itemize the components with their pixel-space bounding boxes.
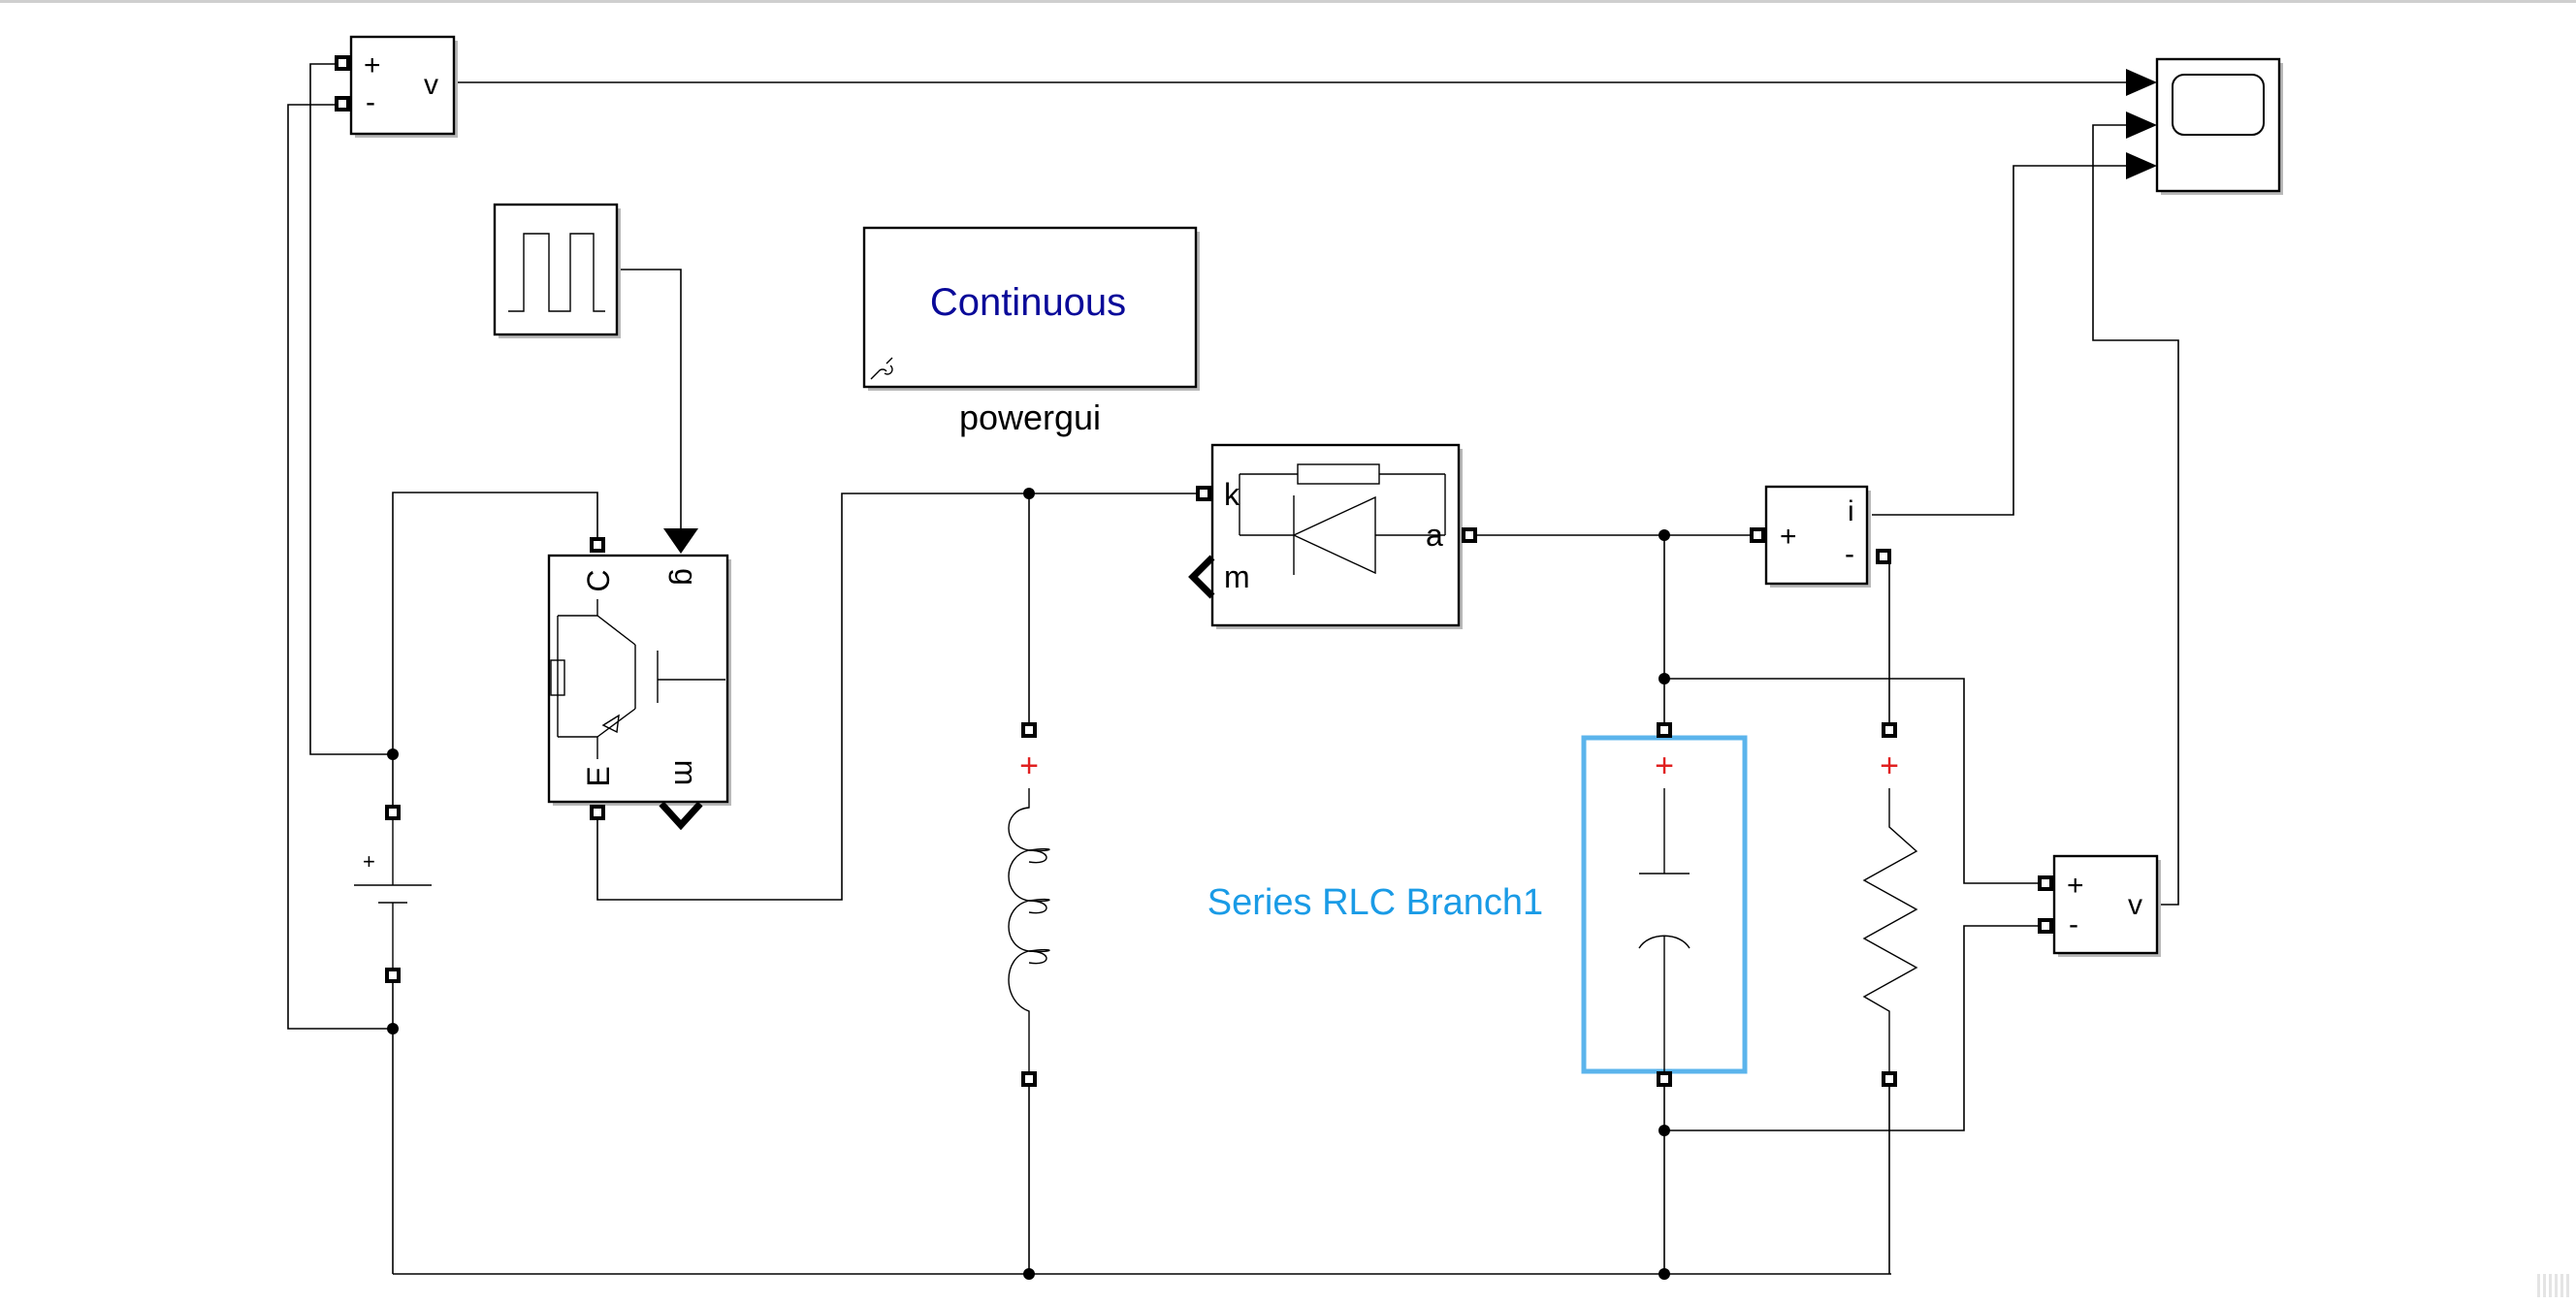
wire-vmeas2-plus[interactable]: [1664, 678, 2045, 884]
junction-dot: [387, 1023, 399, 1034]
resistor-branch[interactable]: +: [1862, 722, 1918, 1087]
port-e[interactable]: [590, 805, 605, 820]
dc-plus-label: +: [363, 849, 375, 874]
port-c[interactable]: [590, 537, 605, 553]
gate-input-arrow[interactable]: [663, 528, 698, 554]
wire-scope-in3[interactable]: [1872, 165, 2129, 516]
port-top[interactable]: [1882, 722, 1897, 738]
diode-block[interactable]: k a m: [1188, 443, 1477, 629]
port-minus[interactable]: [1876, 549, 1891, 564]
port-c-label: C: [581, 569, 616, 591]
port-e-label: E: [581, 766, 616, 786]
plus-label: +: [1780, 521, 1797, 553]
port-bottom[interactable]: [1657, 1071, 1672, 1087]
output-label: i: [1848, 495, 1854, 527]
circuit-diagram: + - v Continuous powergui C g E: [287, 35, 2283, 1280]
wire-vmeas2-minus[interactable]: [1664, 925, 2045, 1131]
voltage-measurement-block-2[interactable]: + - v: [2038, 854, 2161, 957]
junction-dots: [387, 488, 1670, 1280]
port-k-label: k: [1224, 477, 1240, 512]
port-minus[interactable]: [335, 96, 350, 111]
dc-voltage-source[interactable]: +: [354, 805, 432, 983]
port-m-label: m: [1224, 559, 1250, 594]
port-plus[interactable]: [385, 805, 401, 820]
inductor-branch[interactable]: +: [1008, 722, 1050, 1087]
igbt-block[interactable]: C g E m: [547, 528, 731, 831]
wire-scope-in2[interactable]: [2092, 124, 2179, 906]
voltage-measurement-block-1[interactable]: + - v: [335, 35, 458, 138]
series-rlc-branch1[interactable]: + Series RLC Branch1: [1208, 722, 1748, 1087]
port-m-label: m: [668, 760, 703, 786]
igbt-transistor-icon: [550, 599, 725, 759]
measure-output-chevron[interactable]: [1188, 555, 1215, 599]
port-plus[interactable]: [1750, 527, 1765, 543]
wire-igbt-e[interactable]: [596, 493, 1029, 901]
junction-dot: [1658, 1125, 1670, 1136]
wire-dc-to-igbt-c[interactable]: [392, 492, 598, 812]
diode-icon: [1239, 463, 1446, 575]
port-g-label: g: [668, 568, 703, 586]
powergui-name: powergui: [959, 398, 1101, 437]
minus-label: -: [2069, 908, 2078, 940]
polarity-mark: +: [1019, 747, 1039, 784]
measure-output-chevron[interactable]: [659, 801, 703, 831]
output-label: v: [424, 69, 438, 101]
plus-label: +: [2067, 870, 2084, 902]
broken-link-icon: [870, 357, 893, 380]
port-minus[interactable]: [385, 968, 401, 983]
wire-vmeas1-minus[interactable]: [287, 104, 393, 1030]
inductor-coil-icon: [1008, 788, 1050, 1073]
minus-label: -: [1845, 538, 1854, 570]
polarity-mark: +: [1655, 747, 1674, 784]
output-label: v: [2128, 889, 2142, 921]
scope-input-arrow-1[interactable]: [2126, 69, 2157, 96]
scope-screen-icon: [2172, 74, 2265, 136]
port-top[interactable]: [1021, 722, 1037, 738]
block-name-label[interactable]: Series RLC Branch1: [1208, 882, 1543, 923]
junction-dot: [387, 748, 399, 760]
current-measurement-block[interactable]: + - i: [1750, 485, 1891, 588]
port-a[interactable]: [1462, 527, 1477, 543]
port-minus[interactable]: [2038, 918, 2053, 934]
port-plus[interactable]: [335, 55, 350, 71]
powergui-mode-text: Continuous: [930, 281, 1126, 324]
scope-input-arrow-3[interactable]: [2126, 152, 2157, 179]
junction-dot: [1023, 1268, 1035, 1280]
signal-lines: [287, 63, 2179, 1275]
scope-block[interactable]: [2126, 57, 2283, 195]
port-bottom[interactable]: [1021, 1071, 1037, 1087]
capacitor-icon: [1638, 788, 1690, 1073]
junction-dot: [1023, 488, 1035, 499]
polarity-mark: +: [1880, 747, 1899, 784]
resize-grip-icon[interactable]: [2537, 1274, 2572, 1297]
wire-vmeas1-plus[interactable]: [309, 63, 393, 755]
pulse-wave-icon: [508, 233, 605, 312]
port-k[interactable]: [1196, 486, 1211, 501]
port-top[interactable]: [1657, 722, 1672, 738]
powergui-block[interactable]: Continuous powergui: [862, 226, 1200, 437]
junction-dot: [1658, 1268, 1670, 1280]
pulse-generator-block[interactable]: [493, 203, 621, 338]
resistor-zigzag-icon: [1862, 788, 1918, 1073]
scope-input-arrow-2[interactable]: [2126, 111, 2157, 139]
port-bottom[interactable]: [1882, 1071, 1897, 1087]
port-plus[interactable]: [2038, 875, 2053, 891]
junction-dot: [1658, 673, 1670, 684]
wire-pulse-to-igbt-g[interactable]: [621, 269, 682, 531]
minus-label: -: [366, 86, 375, 118]
junction-dot: [1658, 529, 1670, 541]
plus-label: +: [364, 49, 381, 81]
